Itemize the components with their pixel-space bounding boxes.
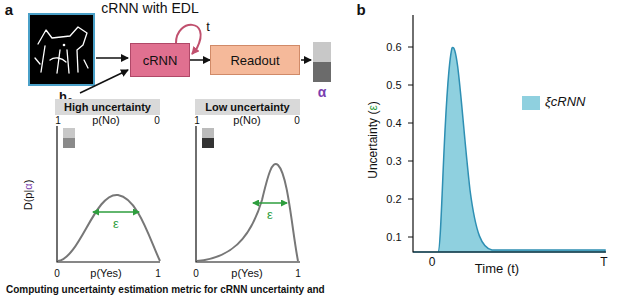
axis-tick: 0 bbox=[294, 115, 300, 126]
axis-title: p(No) bbox=[92, 114, 120, 126]
axis-tick: 0 bbox=[154, 115, 160, 126]
panel-letter: a bbox=[5, 2, 13, 19]
state-band: High uncertainty bbox=[55, 99, 160, 115]
axis-title: p(Yes) bbox=[90, 267, 121, 279]
dirichlet-plot-high bbox=[57, 126, 160, 262]
axis-tick: 0.5 bbox=[386, 79, 401, 91]
legend-text: ξcRNN bbox=[545, 95, 585, 109]
epsilon-symbol: ε bbox=[267, 208, 273, 222]
figure-caption: Computing uncertainty estimation metric … bbox=[6, 284, 325, 295]
axis-tick: 1 bbox=[55, 115, 61, 126]
axis-tick: 1 bbox=[295, 268, 301, 279]
epsilon-symbol: ε bbox=[113, 217, 119, 231]
node-text: cRNN bbox=[143, 53, 178, 68]
axis-tick: 1 bbox=[194, 115, 200, 126]
node-text: Readout bbox=[230, 53, 279, 68]
state-band: Low uncertainty bbox=[195, 99, 300, 115]
axis-tick: 0 bbox=[429, 256, 436, 269]
axis-tick: 0.1 bbox=[386, 231, 401, 243]
axis-title: D(p|α) bbox=[22, 180, 34, 211]
axis-title: p(No) bbox=[233, 114, 261, 126]
process-box: cRNN bbox=[130, 43, 190, 77]
axis-title: Time (t) bbox=[475, 262, 519, 276]
axis-tick: 0.3 bbox=[386, 155, 401, 167]
axis-title: p(Yes) bbox=[231, 267, 262, 279]
panel-letter: b bbox=[356, 2, 365, 19]
legend-swatch bbox=[522, 96, 540, 110]
node-text: Low uncertainty bbox=[205, 101, 289, 113]
uncertainty-chart bbox=[408, 15, 606, 252]
process-box: Readout bbox=[210, 45, 300, 75]
axis-tick: 0.2 bbox=[386, 193, 401, 205]
axis-tick: 0 bbox=[54, 268, 60, 279]
alpha-symbol: α bbox=[318, 85, 327, 100]
axis-title: Uncertainty (ε) bbox=[367, 101, 380, 178]
axis-tick: 0 bbox=[193, 268, 199, 279]
dirichlet-plot-low bbox=[196, 126, 300, 262]
connector-arrow bbox=[190, 59, 210, 61]
axis-tick: 0.6 bbox=[386, 41, 401, 53]
time-step: t bbox=[206, 20, 210, 34]
axis-tick: 1 bbox=[155, 268, 161, 279]
evidence-bars bbox=[313, 42, 331, 82]
input-image bbox=[29, 14, 94, 85]
axis-tick: 0.4 bbox=[386, 117, 401, 129]
panel-title: cRNN with EDL bbox=[101, 1, 198, 16]
node-text: High uncertainty bbox=[64, 101, 151, 113]
axis-tick: T bbox=[600, 256, 607, 269]
